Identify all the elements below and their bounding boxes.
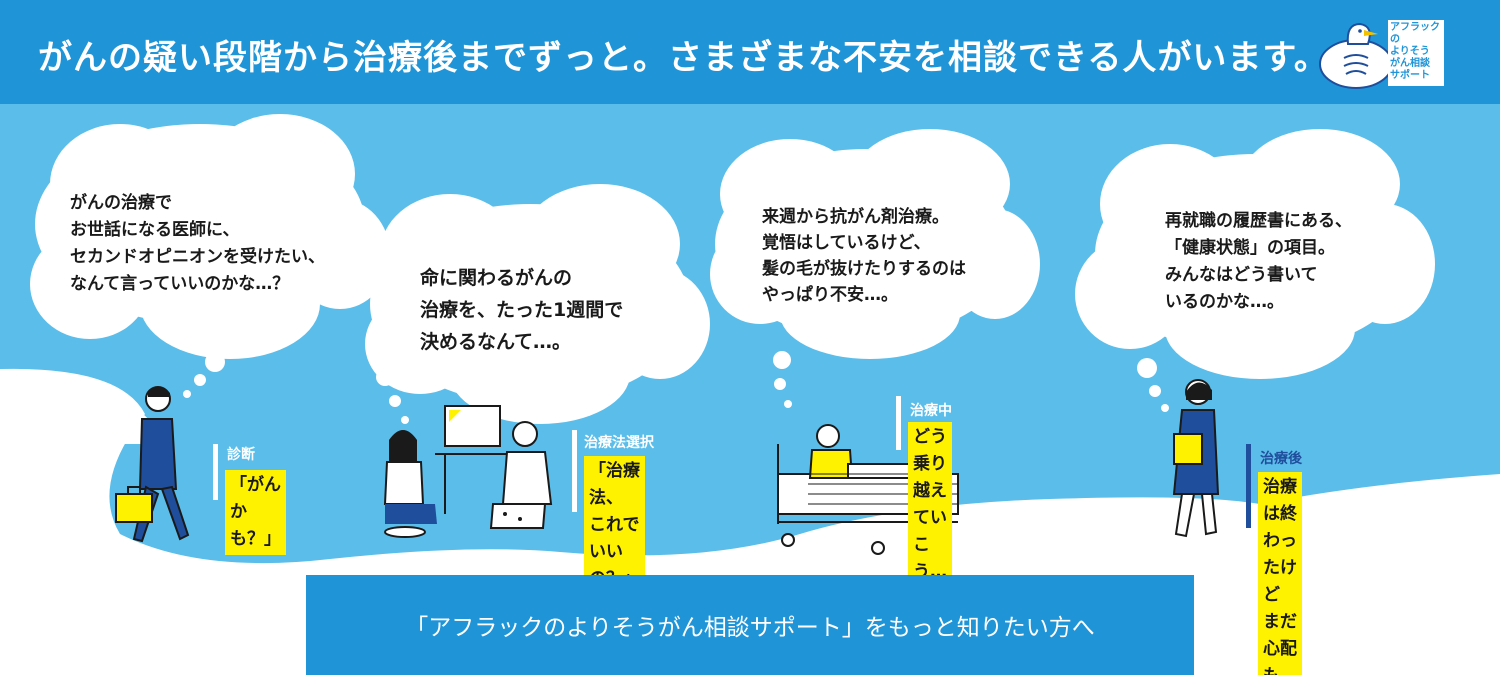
stage-label: 診断: [227, 447, 255, 463]
stage-label: 治療後: [1260, 451, 1302, 467]
bubble-text-treatment-choice: 命に関わるがんの 治療を、たった1週間で 決めるなんて…。: [420, 267, 624, 353]
learn-more-button[interactable]: 「アフラックのよりそうがん相談サポート」をもっと知りたい方へ: [306, 575, 1194, 675]
cloud-1: [30, 114, 390, 398]
stage-quote: 「がんかも？」: [225, 470, 286, 555]
duck-logo-icon: [1319, 20, 1444, 89]
header-banner: がんの疑い段階から治療後までずっと。さまざまな不安を相談できる人がいます。 アフ…: [0, 0, 1500, 104]
walking-person-figure: [115, 386, 190, 543]
woman-walking-figure: [1172, 379, 1220, 538]
bubble-text-after-treatment: 再就職の履歴書にある、 「健康状態」の項目。 みんなはどう書いて いるのかな…。: [1165, 211, 1352, 312]
cloud-2: [365, 184, 710, 424]
doctor-consultation-figure: [383, 405, 553, 538]
stage-quote: 治療は終わったけど まだ心配も…: [1258, 472, 1302, 675]
logo-text: アフラックの よりそう がん相談 サポート: [1390, 22, 1440, 81]
stage-label: 治療中: [910, 403, 952, 419]
bubble-text-during-treatment: 来週から抗がん剤治療。 覚悟はしているけど、 髪の毛が抜けたりするのは やっぱり…: [762, 207, 966, 305]
stage-bar: [1246, 444, 1251, 528]
stage-quote: どう乗り越えていこう…: [908, 422, 952, 588]
cloud-4: [1075, 129, 1435, 412]
bubble-text-diagnosis: がんの治療で お世話になる医師に、 セカンドオピニオンを受けたい、 なんて言って…: [70, 193, 325, 294]
stage-bar: [213, 444, 218, 500]
stage-bar: [572, 430, 577, 512]
page-title: がんの疑い段階から治療後までずっと。さまざまな不安を相談できる人がいます。: [38, 38, 1329, 78]
cloud-3: [710, 129, 1040, 408]
stage-bar: [896, 396, 901, 450]
stage-label: 治療法選択: [584, 435, 654, 451]
